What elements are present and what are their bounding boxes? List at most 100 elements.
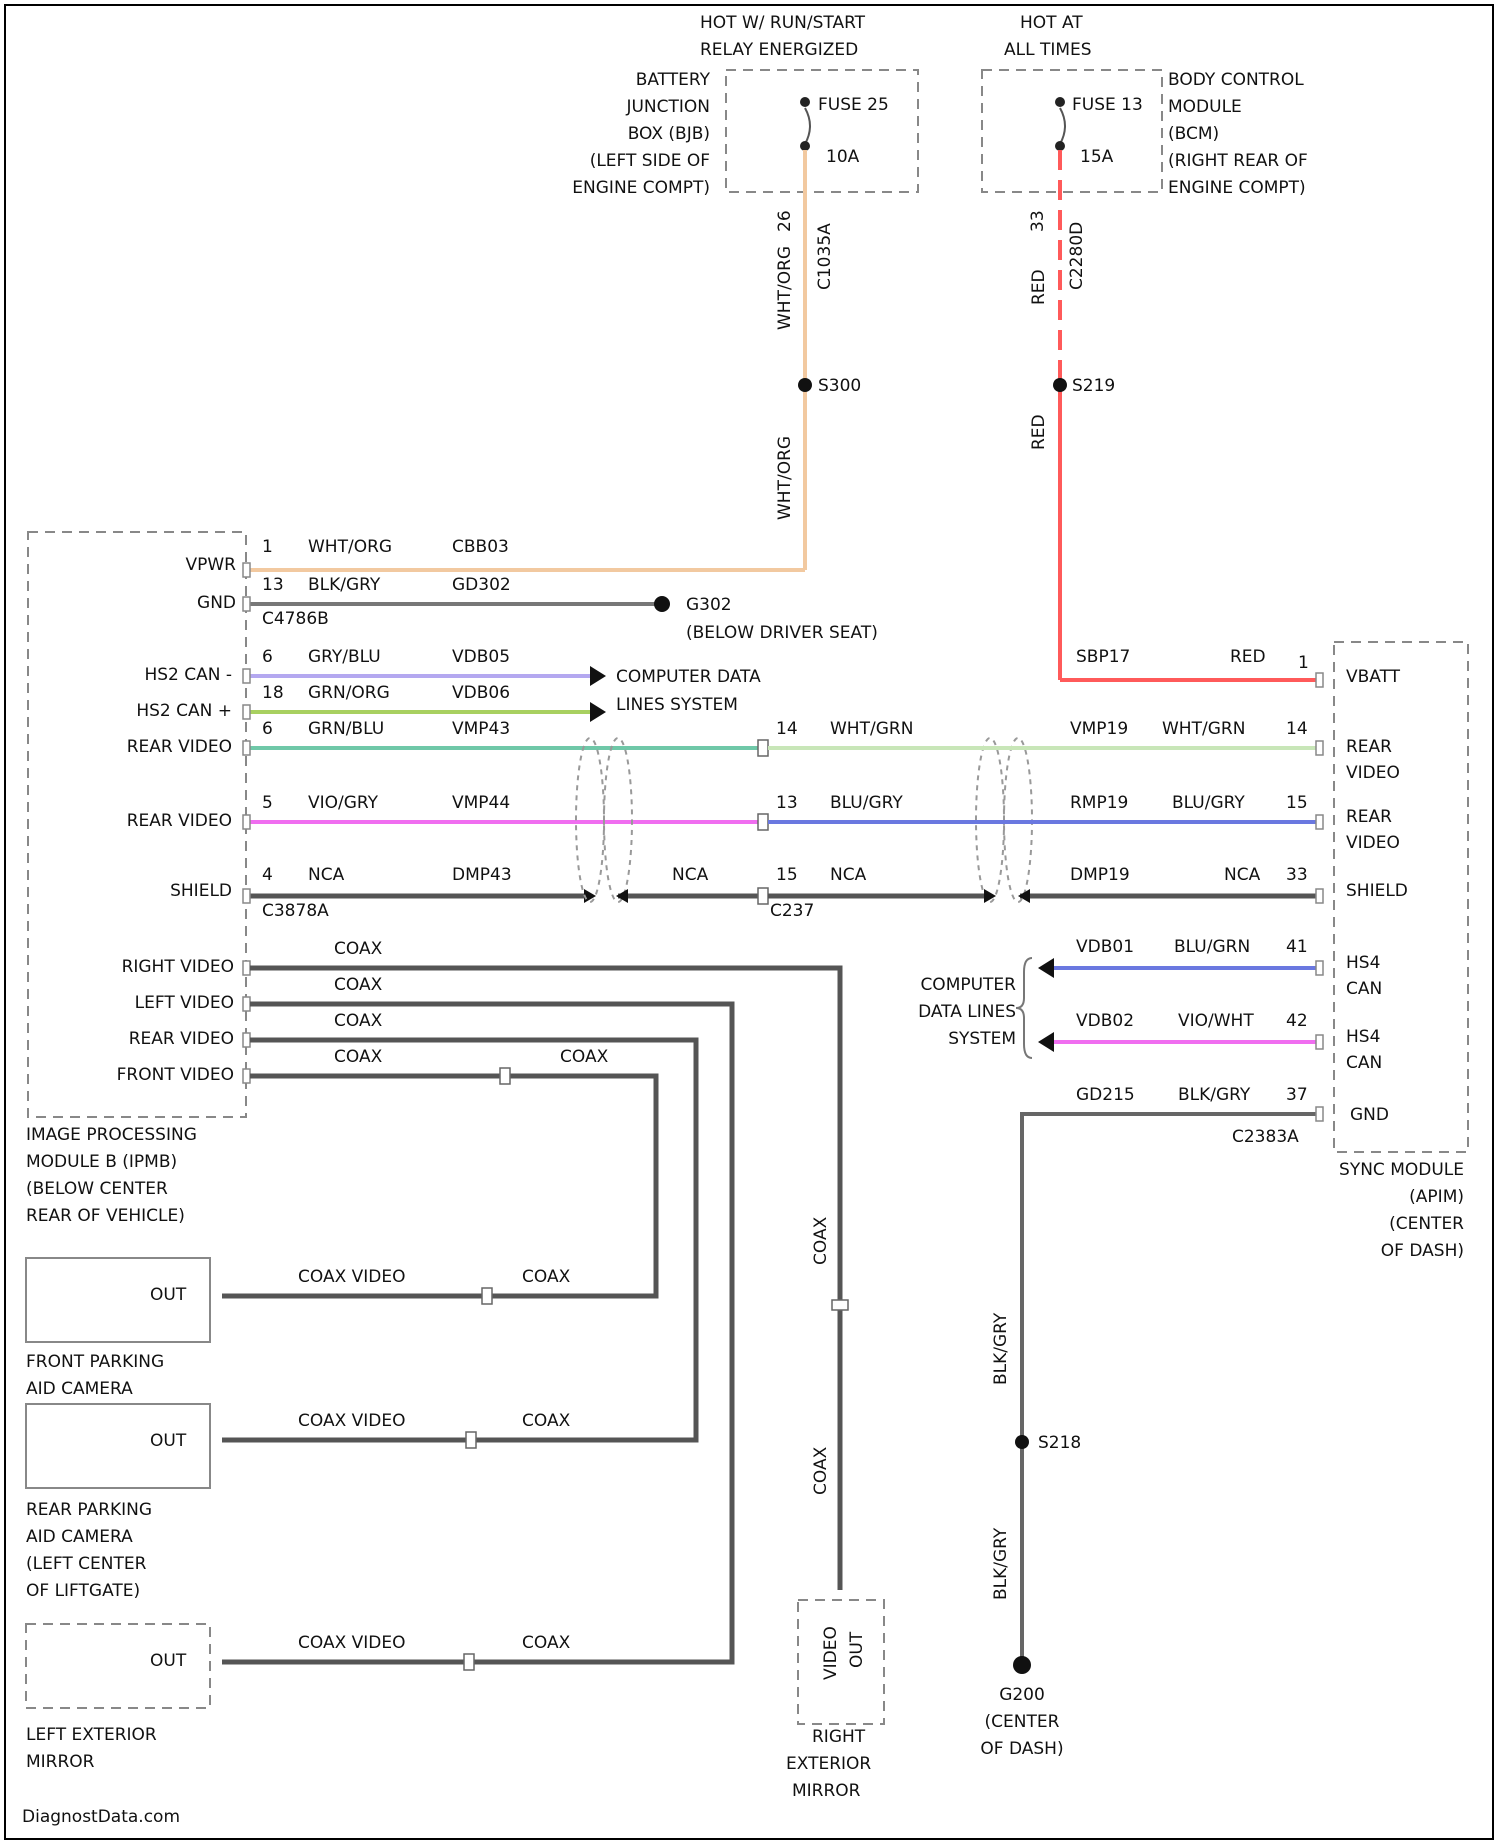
svg-text:LEFT VIDEO: LEFT VIDEO (135, 993, 234, 1013)
svg-text:(CENTER: (CENTER (1389, 1214, 1464, 1234)
coax-vertical-2: COAX (811, 1446, 831, 1495)
svg-text:FRONT PARKING: FRONT PARKING (26, 1352, 164, 1372)
coax-rear-video (222, 1040, 696, 1440)
svg-text:6: 6 (262, 647, 273, 667)
svg-text:GD302: GD302 (452, 575, 511, 595)
svg-text:HS2 CAN +: HS2 CAN + (136, 701, 232, 721)
svg-text:JUNCTION: JUNCTION (625, 97, 710, 117)
svg-text:COAX VIDEO: COAX VIDEO (298, 1267, 406, 1287)
svg-text:VPWR: VPWR (185, 555, 236, 575)
svg-text:CBB03: CBB03 (452, 537, 509, 557)
svg-text:CAN: CAN (1346, 1053, 1382, 1073)
left-mirror: OUT LEFT EXTERIOR MIRROR COAX VIDEO COAX (26, 1624, 571, 1772)
svg-text:REAR VIDEO: REAR VIDEO (127, 737, 232, 757)
svg-text:OUT: OUT (150, 1285, 187, 1305)
svg-text:DMP19: DMP19 (1070, 865, 1130, 885)
ipm-pin-rear-video-1: REAR VIDEO 6 GRN/BLU VMP43 (127, 719, 760, 757)
svg-text:(RIGHT REAR OF: (RIGHT REAR OF (1168, 151, 1308, 171)
svg-text:(LEFT SIDE OF: (LEFT SIDE OF (590, 151, 710, 171)
svg-text:COAX: COAX (522, 1267, 571, 1287)
svg-text:VIO/WHT: VIO/WHT (1178, 1011, 1254, 1031)
splice-s218-label: S218 (1038, 1433, 1081, 1453)
svg-text:ENGINE COMPT): ENGINE COMPT) (572, 178, 710, 198)
svg-text:C2280D: C2280D (1067, 222, 1087, 290)
svg-text:COAX: COAX (334, 939, 383, 959)
ipm-pin-hs2-can-plus: HS2 CAN + 18 GRN/ORG VDB06 (136, 683, 606, 722)
svg-text:C4786B: C4786B (262, 609, 329, 629)
bcm-box (982, 70, 1162, 192)
svg-text:COAX: COAX (334, 1011, 383, 1031)
svg-text:33: 33 (1286, 865, 1308, 885)
svg-text:BLK/GRY: BLK/GRY (1178, 1085, 1251, 1105)
svg-text:COAX: COAX (522, 1633, 571, 1653)
svg-text:VMP19: VMP19 (1070, 719, 1128, 739)
ipm-pin-gnd: GND 13 BLK/GRY GD302 C4786B (197, 575, 670, 629)
cdl-b-brace (1016, 958, 1032, 1058)
svg-text:AID CAMERA: AID CAMERA (26, 1379, 133, 1399)
svg-text:REAR: REAR (1346, 807, 1392, 827)
bjb-label: BATTERY JUNCTION BOX (BJB) (LEFT SIDE OF… (572, 70, 710, 198)
svg-text:VDB01: VDB01 (1076, 937, 1134, 957)
svg-text:VIDEO: VIDEO (821, 1626, 841, 1680)
svg-text:C237: C237 (770, 901, 814, 921)
sync-pin-hs4-can-2: VDB02 VIO/WHT 42 HS4 CAN (1038, 1011, 1382, 1073)
svg-text:OF LIFTGATE): OF LIFTGATE) (26, 1581, 140, 1601)
watermark: DiagnostData.com (22, 1807, 180, 1827)
svg-text:OF DASH): OF DASH) (980, 1739, 1063, 1759)
right-mirror: VIDEO OUT RIGHT EXTERIOR MIRROR (786, 1600, 884, 1801)
svg-text:OF DASH): OF DASH) (1381, 1241, 1464, 1261)
shield-arrow-1 (984, 889, 996, 903)
svg-text:COAX VIDEO: COAX VIDEO (298, 1633, 406, 1653)
ipm-video-pins: RIGHT VIDEO LEFT VIDEO REAR VIDEO FRONT … (117, 957, 234, 1085)
svg-text:NCA: NCA (1224, 865, 1261, 885)
svg-text:SBP17: SBP17 (1076, 647, 1130, 667)
svg-text:VIO/GRY: VIO/GRY (308, 793, 379, 813)
svg-text:SYSTEM: SYSTEM (948, 1029, 1016, 1049)
svg-text:WHT/GRN: WHT/GRN (830, 719, 913, 739)
svg-text:VMP43: VMP43 (452, 719, 510, 739)
svg-text:CAN: CAN (1346, 979, 1382, 999)
svg-text:10A: 10A (826, 147, 860, 167)
front-camera: OUT FRONT PARKING AID CAMERA COAX VIDEO … (26, 1258, 571, 1399)
svg-text:EXTERIOR: EXTERIOR (786, 1754, 871, 1774)
svg-text:IMAGE PROCESSING: IMAGE PROCESSING (26, 1125, 197, 1145)
svg-text:VMP44: VMP44 (452, 793, 510, 813)
svg-text:1: 1 (262, 537, 273, 557)
svg-text:C3878A: C3878A (262, 901, 329, 921)
svg-text:COMPUTER: COMPUTER (920, 975, 1016, 995)
svg-text:NCA: NCA (830, 865, 867, 885)
svg-text:18: 18 (262, 683, 284, 703)
svg-text:COAX: COAX (334, 1047, 383, 1067)
wire-a2-label: WHT/ORG (775, 436, 795, 520)
svg-text:41: 41 (1286, 937, 1308, 957)
svg-text:RIGHT: RIGHT (812, 1727, 866, 1747)
splice-s219-dot (1053, 378, 1067, 392)
svg-text:REAR PARKING: REAR PARKING (26, 1500, 152, 1520)
module-pin-marks (243, 563, 1323, 1121)
ground-g302-1: G302 (686, 595, 732, 615)
svg-text:FUSE 13: FUSE 13 (1072, 95, 1143, 115)
svg-text:NCA: NCA (672, 865, 709, 885)
svg-text:BLK/GRY: BLK/GRY (308, 575, 381, 595)
cdl-a-2: LINES SYSTEM (616, 695, 738, 715)
svg-text:OUT: OUT (847, 1631, 867, 1668)
rear-camera: OUT REAR PARKING AID CAMERA (LEFT CENTER… (26, 1404, 571, 1601)
hot-all-times-2: ALL TIMES (1004, 40, 1092, 60)
svg-text:GND: GND (197, 593, 236, 613)
svg-text:G200: G200 (999, 1685, 1045, 1705)
svg-text:14: 14 (1286, 719, 1308, 739)
svg-text:GRN/ORG: GRN/ORG (308, 683, 390, 703)
svg-text:DATA LINES: DATA LINES (918, 1002, 1016, 1022)
svg-text:OUT: OUT (150, 1651, 187, 1671)
splice-s218-dot (1015, 1435, 1029, 1449)
svg-text:SHIELD: SHIELD (170, 881, 232, 901)
svg-text:VIDEO: VIDEO (1346, 833, 1400, 853)
hot-run-start-1: HOT W/ RUN/START (700, 13, 866, 33)
svg-text:HS4: HS4 (1346, 1027, 1380, 1047)
svg-text:COAX: COAX (560, 1047, 609, 1067)
svg-text:6: 6 (262, 719, 273, 739)
wire-b2-label: RED (1029, 414, 1049, 450)
ipm-pin-hs2-can-minus: HS2 CAN - 6 GRY/BLU VDB05 (144, 647, 606, 686)
svg-text:DMP43: DMP43 (452, 865, 512, 885)
ipm-pin-rear-video-2: REAR VIDEO 5 VIO/GRY VMP44 (127, 793, 760, 831)
